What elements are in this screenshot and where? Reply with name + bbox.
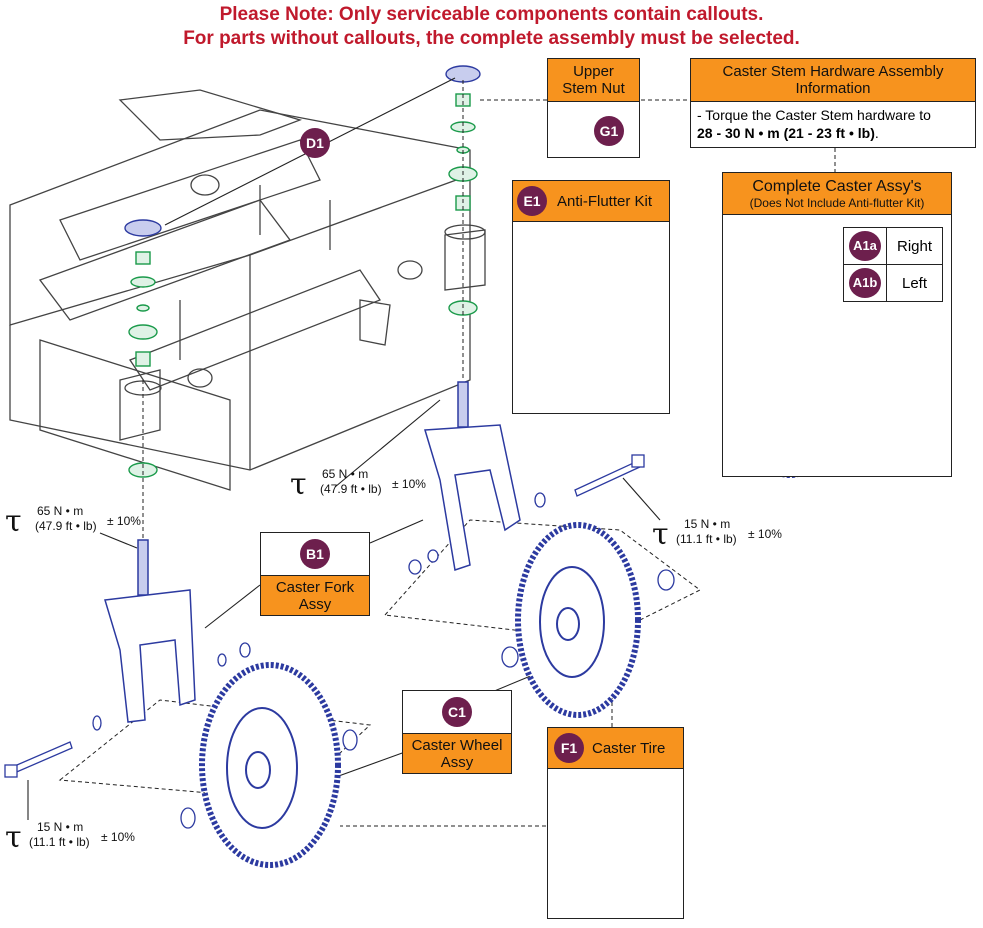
- torque-spec: τ 15 N • m (11.1 ft • lb) ± 10%: [5, 818, 155, 858]
- torque-value: 15 N • m: [684, 517, 731, 531]
- caster-side-badge-cell: A1b: [844, 265, 887, 301]
- caster-fork-label-2: Assy: [298, 596, 332, 613]
- callout-badge-b1: B1: [300, 539, 330, 569]
- note-line-1: Please Note: Only serviceable components…: [219, 4, 764, 25]
- hardware-info-body: - Torque the Caster Stem hardware to 28 …: [691, 102, 975, 146]
- caster-fork-badge-cell: B1: [261, 533, 369, 575]
- complete-caster-subtitle: (Does Not Include Anti-flutter Kit): [749, 196, 925, 210]
- torque-tolerance: ± 10%: [748, 527, 782, 541]
- frame-drawing: [9, 89, 486, 491]
- caster-side-row-right: A1a Right: [844, 228, 942, 265]
- torque-imperial: (11.1 ft • lb): [29, 835, 90, 849]
- upper-stem-nut-callout: Upper Stem Nut G1: [547, 58, 640, 158]
- caster-tire-callout: F1 Caster Tire: [547, 727, 684, 919]
- torque-imperial: (47.9 ft • lb): [35, 519, 97, 533]
- torque-spec: τ 15 N • m (11.1 ft • lb) ± 10%: [652, 515, 802, 555]
- caster-side-row-left: A1b Left: [844, 265, 942, 301]
- callout-badge-a1b: A1b: [849, 268, 881, 298]
- caster-fork-label-1: Caster Fork: [275, 579, 355, 596]
- complete-caster-header: Complete Caster Assy's (Does Not Include…: [723, 173, 951, 215]
- caster-side-right-label: Right: [896, 237, 933, 255]
- complete-caster-callout: Complete Caster Assy's (Does Not Include…: [722, 172, 952, 477]
- torque-imperial: (47.9 ft • lb): [320, 482, 382, 496]
- anti-flutter-kit-header: E1 Anti-Flutter Kit: [513, 181, 669, 222]
- upper-stem-nut-label-1: Upper: [573, 63, 614, 80]
- hardware-info-title-2: Information: [795, 80, 871, 97]
- caster-fork-label: Caster Fork Assy: [261, 575, 369, 615]
- hardware-info-torque: 28 - 30 N • m (21 - 23 ft • lb): [697, 125, 875, 141]
- hardware-info-end: .: [874, 125, 879, 141]
- torque-value: 65 N • m: [37, 504, 84, 518]
- caster-fork-callout: B1 Caster Fork Assy: [260, 532, 370, 616]
- torque-tolerance: ± 10%: [392, 477, 426, 491]
- hardware-info-text: - Torque the Caster Stem hardware to: [697, 107, 931, 123]
- torque-spec: τ 65 N • m (47.9 ft • lb) ± 10%: [290, 465, 440, 505]
- axle-hardware: [4, 454, 675, 829]
- torque-spec: τ 65 N • m (47.9 ft • lb) ± 10%: [5, 502, 155, 542]
- note-line-2: For parts without callouts, the complete…: [183, 28, 800, 49]
- caster-side-left-label: Left: [901, 274, 928, 292]
- caster-side-badge-cell: A1a: [844, 228, 887, 264]
- torque-value: 65 N • m: [322, 467, 369, 481]
- torque-value: 15 N • m: [37, 820, 84, 834]
- upper-stem-nut-header: Upper Stem Nut: [548, 59, 639, 102]
- caster-wheel-label: Caster Wheel Assy: [403, 733, 511, 773]
- frame-callout: D1: [300, 128, 330, 158]
- torque-symbol: τ: [5, 504, 22, 539]
- callout-badge-g1: G1: [594, 116, 624, 146]
- caster-tire-header: F1 Caster Tire: [548, 728, 683, 769]
- caster-wheel-callout: C1 Caster Wheel Assy: [402, 690, 512, 774]
- caster-wheel-label-1: Caster Wheel: [411, 737, 503, 754]
- caster-tire-label: Caster Tire: [592, 739, 666, 757]
- torque-tolerance: ± 10%: [107, 514, 141, 528]
- hardware-info-callout: Caster Stem Hardware Assembly Informatio…: [690, 58, 976, 148]
- callout-badge-c1: C1: [442, 697, 472, 727]
- hardware-info-spec: 28 - 30 N • m (21 - 23 ft • lb).: [697, 124, 969, 142]
- callout-badge-f1: F1: [554, 733, 584, 763]
- anti-flutter-kit-callout: E1 Anti-Flutter Kit: [512, 180, 670, 414]
- torque-symbol: τ: [290, 467, 307, 502]
- left-stem-hardware: [124, 219, 162, 478]
- torque-imperial: (11.1 ft • lb): [676, 532, 737, 546]
- caster-side-table: A1a Right A1b Left: [843, 227, 943, 302]
- callout-badge-a1a: A1a: [849, 231, 881, 261]
- anti-flutter-kit-label: Anti-Flutter Kit: [557, 192, 653, 210]
- caster-wheel-label-2: Assy: [440, 754, 474, 771]
- hardware-info-title-1: Caster Stem Hardware Assembly: [722, 63, 944, 80]
- complete-caster-title: Complete Caster Assy's: [752, 178, 922, 195]
- caster-wheel-badge-cell: C1: [403, 691, 511, 733]
- callout-badge-e1: E1: [517, 186, 547, 216]
- upper-stem-nut-label-2: Stem Nut: [562, 80, 625, 97]
- torque-symbol: τ: [652, 517, 669, 552]
- torque-tolerance: ± 10%: [101, 830, 135, 844]
- torque-symbol: τ: [5, 820, 22, 855]
- hardware-info-header: Caster Stem Hardware Assembly Informatio…: [691, 59, 975, 102]
- callout-badge-d1: D1: [300, 128, 330, 158]
